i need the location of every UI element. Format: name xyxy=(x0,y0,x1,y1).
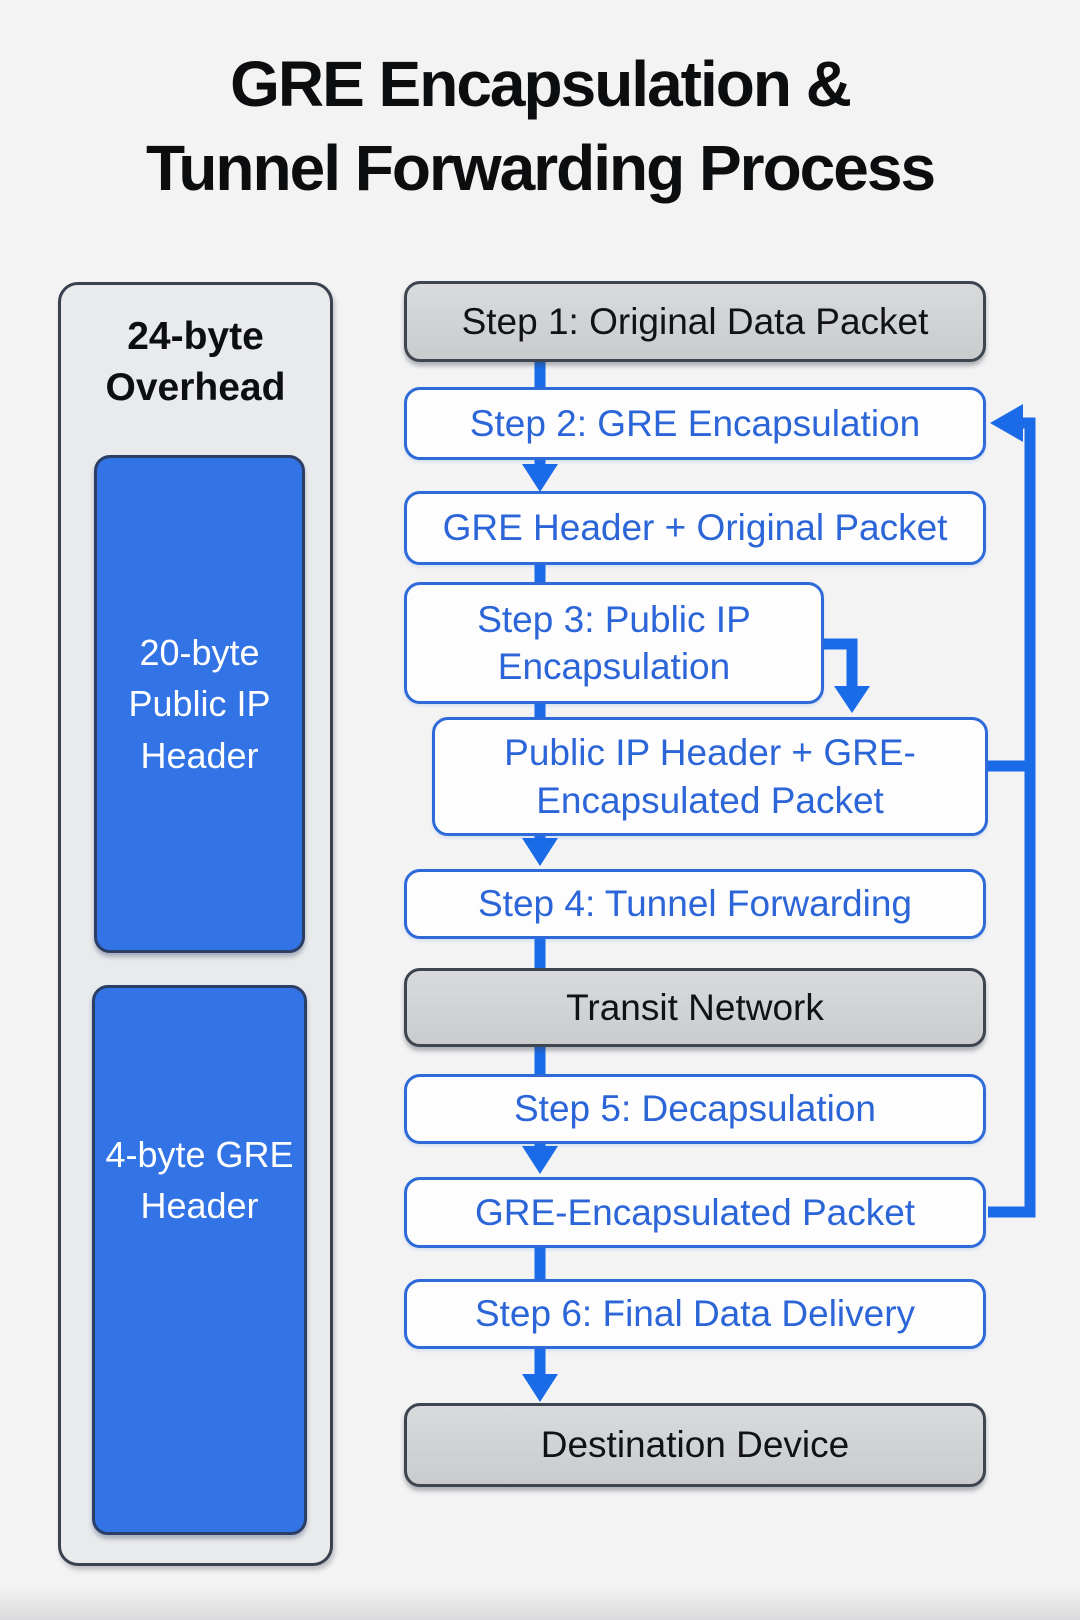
flow-box-step-2: Step 2: GRE Encapsulation xyxy=(404,387,986,460)
flow-box-transit-network: Transit Network xyxy=(404,968,986,1047)
page-title-line-2: Tunnel Forwarding Process xyxy=(145,132,936,205)
flow-box-step-4: Step 4: Tunnel Forwarding xyxy=(404,869,986,939)
gre-header-block: 4-byte GRE Header xyxy=(92,985,307,1535)
overhead-panel-title: 24-byte Overhead xyxy=(105,315,286,410)
arrowhead-publicip-step4 xyxy=(522,838,558,866)
feedback-loop-arrowhead xyxy=(990,404,1023,442)
flow-box-step-3: Step 3: Public IP Encapsulation xyxy=(404,582,824,704)
page-title: GRE Encapsulation & Tunnel Forwarding Pr… xyxy=(0,42,1080,211)
overhead-panel: 24-byte Overhead 20-byte Public IP Heade… xyxy=(58,282,333,1566)
page-title-line-1: GRE Encapsulation & xyxy=(230,48,852,120)
flow-box-gre-header-original-packet: GRE Header + Original Packet xyxy=(404,491,986,565)
public-ip-header-block: 20-byte Public IP Header xyxy=(94,455,305,953)
flow-box-destination-device: Destination Device xyxy=(404,1403,986,1487)
feedback-loop-line xyxy=(988,417,1036,1218)
arrowhead-step3-elbow xyxy=(834,686,870,713)
arrowhead-step6-destination xyxy=(522,1374,558,1402)
flow-box-step-6: Step 6: Final Data Delivery xyxy=(404,1279,986,1349)
flow-box-gre-encapsulated-packet: GRE-Encapsulated Packet xyxy=(404,1177,986,1248)
flow-box-step-1: Step 1: Original Data Packet xyxy=(404,281,986,362)
arrowhead-step2-grebox xyxy=(522,464,558,492)
arrowhead-step5-grepacket xyxy=(522,1146,558,1174)
flow-box-public-ip-gre-packet: Public IP Header + GRE-Encapsulated Pack… xyxy=(432,717,988,836)
flow-box-step-5: Step 5: Decapsulation xyxy=(404,1074,986,1144)
